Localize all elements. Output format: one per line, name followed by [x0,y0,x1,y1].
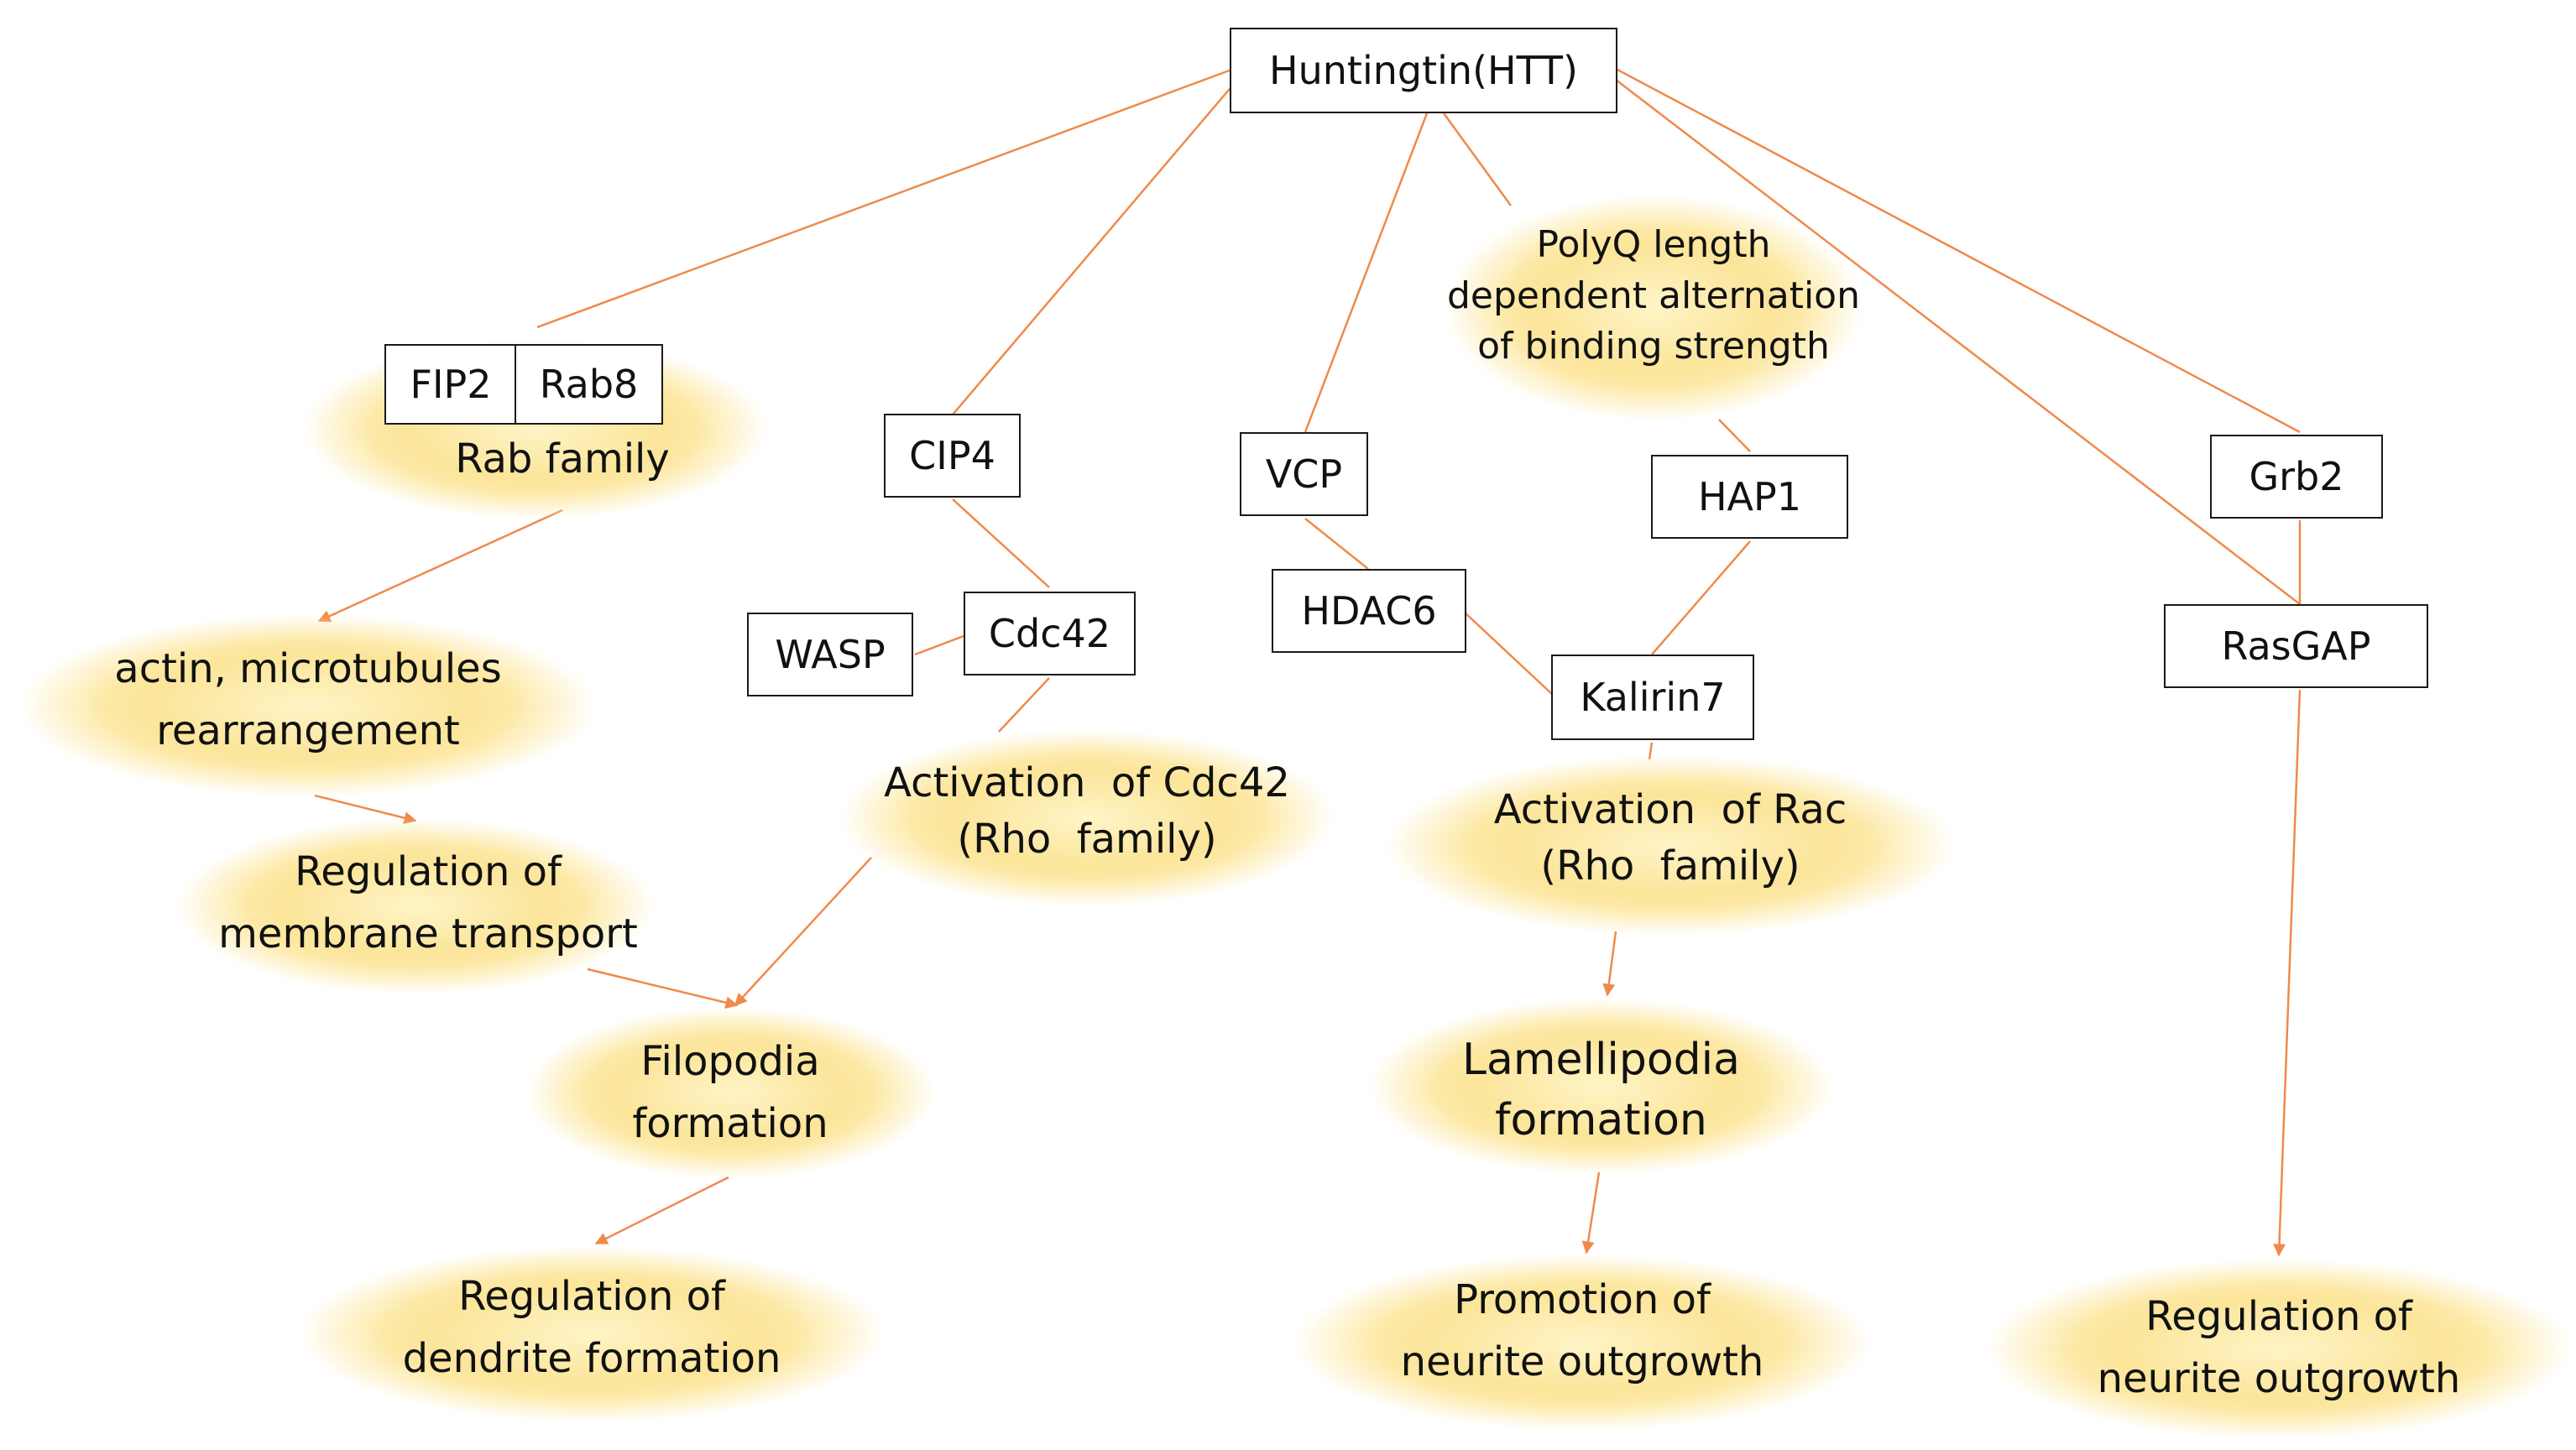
ellipse-filopodia [525,1007,936,1179]
ellipse-dendrite [298,1246,886,1422]
label-dendrite: Regulation of dendrite formation [402,1273,781,1383]
arrow-actin-membrane [314,794,417,825]
node-fip2: FIP2 [384,344,517,425]
label-membrane: Regulation of membrane transport [218,848,638,958]
label-rab-family: Rab family [455,436,670,482]
ellipse-promotion [1293,1254,1872,1431]
arrow-cdc42act-filopodia [734,857,872,1007]
edge-hap1-kalirin [1651,540,1751,655]
edge-htt-vcp [1304,112,1429,433]
ellipse-cdc42-activation [839,730,1335,906]
arrow-rac-lamellipodia [1602,931,1617,997]
arrow-lamellipodia-promotion [1581,1171,1601,1254]
node-grb2: Grb2 [2210,435,2383,519]
node-kalirin7: Kalirin7 [1551,655,1754,740]
edge-htt-rab [536,67,1235,329]
node-rab8: Rab8 [515,344,663,425]
ellipse-lamellipodia [1368,999,1834,1175]
arrow-membrane-filopodia [587,968,739,1009]
label-rac-activation: Activation of Rac (Rho family) [1493,786,1847,890]
edge-htt-rasgap [1615,79,2301,605]
label-cdc42-activation: Activation of Cdc42 (Rho family) [884,759,1290,863]
ellipse-membrane [176,818,655,994]
edge-hdac6-kalirin [1464,612,1554,696]
node-hap1: HAP1 [1651,455,1848,539]
node-cip4: CIP4 [884,414,1021,498]
label-lamellipodia: Lamellipodia formation [1462,1035,1740,1145]
edge-wasp-cdc42 [914,634,964,656]
label-actin: actin, microtubules rearrangement [114,645,502,755]
edge-htt-cip4 [948,83,1235,420]
node-rasgap: RasGAP [2164,604,2428,688]
node-wasp: WASP [747,613,913,696]
edge-htt-polyq [1442,112,1513,206]
label-regulation-neurite: Regulation of neurite outgrowth [2097,1293,2461,1403]
ellipse-actin [18,614,598,797]
node-huntingtin: Huntingtin(HTT) [1230,28,1617,113]
arrow-rab-actin [317,509,563,623]
edge-cdc42-activation [998,677,1050,733]
arrow-rasgap-regulation [2273,689,2302,1257]
arrow-filopodia-dendrite [594,1176,729,1245]
label-polyq: PolyQ length dependent alternation of bi… [1447,223,1860,368]
ellipse-rac-activation [1385,755,1956,936]
edge-polyq-hap1 [1718,419,1751,452]
label-filopodia: Filopodia formation [632,1038,828,1148]
ellipse-polyq [1444,195,1863,421]
label-promotion: Promotion of neurite outgrowth [1400,1276,1764,1386]
node-cdc42: Cdc42 [964,592,1136,675]
edge-vcp-hdac6 [1304,518,1369,570]
edge-htt-grb2 [1615,67,2301,434]
edge-cip4-cdc42 [952,498,1050,588]
ellipse-regulation-neurite [1985,1259,2573,1439]
node-hdac6: HDAC6 [1272,569,1466,653]
node-vcp: VCP [1240,432,1368,516]
